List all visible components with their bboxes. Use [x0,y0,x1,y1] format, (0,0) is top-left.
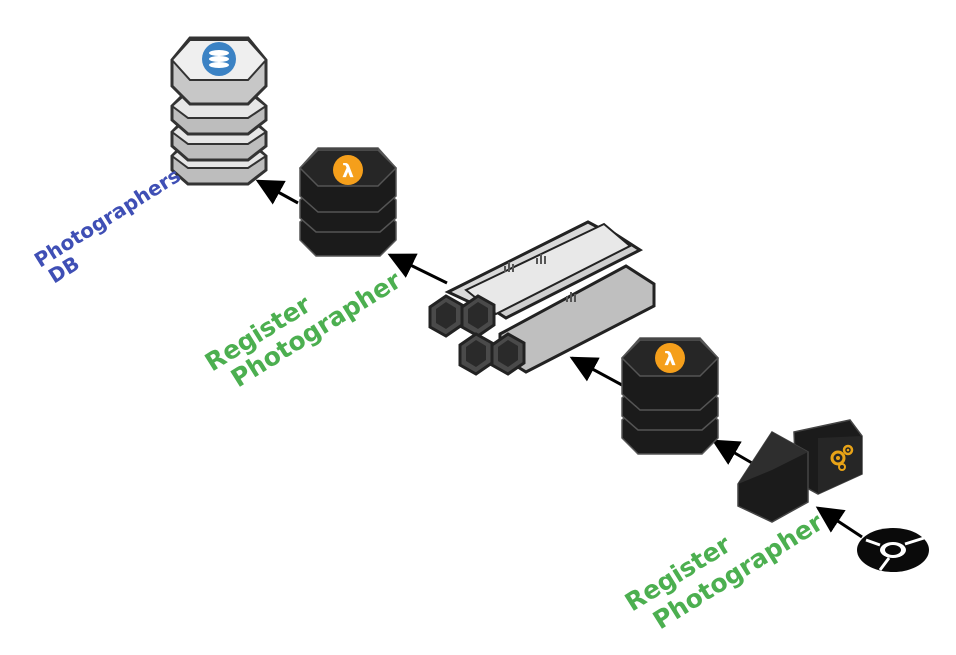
arrow-client-to-gateway [815,506,863,539]
arrows [255,179,863,539]
lambda-upper: λ [298,147,398,257]
lambda-icon: λ [655,343,685,373]
db-label-line1: Photographers [30,163,185,272]
photographers-db [170,36,268,186]
lambda-glyph: λ [664,348,676,370]
arrow-gateway-to-lambda-lower [711,439,753,465]
arrow-lambda-upper-to-db [255,179,299,205]
chrome-icon [857,528,929,572]
arrow-stream-to-lambda-upper [387,253,448,285]
database-icon [202,42,236,76]
browser-client [857,528,929,572]
api-gateway [737,419,863,523]
lambda-lower: λ [620,337,720,455]
lambda-glyph: λ [342,160,354,182]
lambda-icon: λ [333,155,363,185]
stream-shard-ends [428,294,526,376]
kinesis-stream [428,220,656,376]
arrow-lambda-lower-to-stream [569,356,623,387]
bar-chart-icon [504,254,576,302]
gears-icon [830,444,854,471]
